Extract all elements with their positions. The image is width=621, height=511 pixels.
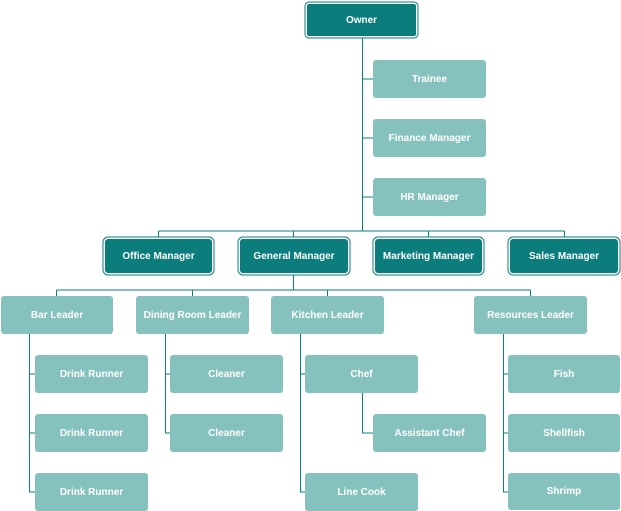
node-cleaner[interactable]: Cleaner (170, 355, 283, 393)
node-office-manager[interactable]: Office Manager (105, 239, 212, 273)
node-fish[interactable]: Fish (508, 355, 620, 393)
node-marketing-manager[interactable]: Marketing Manager (375, 239, 482, 273)
node-sales-manager[interactable]: Sales Manager (510, 239, 618, 273)
node-finance-manager[interactable]: Finance Manager (373, 119, 486, 157)
node-resources-leader[interactable]: Resources Leader (474, 296, 587, 334)
node-drink-runner[interactable]: Drink Runner (35, 355, 148, 393)
connector-chef-assistant (362, 393, 373, 434)
node-assistant-chef[interactable]: Assistant Chef (373, 414, 486, 452)
node-dining-room-leader[interactable]: Dining Room Leader (136, 296, 249, 334)
node-hr-manager[interactable]: HR Manager (373, 178, 486, 216)
node-bar-leader[interactable]: Bar Leader (1, 296, 113, 334)
connector-resources-team (503, 334, 508, 493)
node-cleaner[interactable]: Cleaner (170, 414, 283, 452)
node-trainee[interactable]: Trainee (373, 60, 486, 98)
node-drink-runner[interactable]: Drink Runner (35, 473, 148, 511)
node-shellfish[interactable]: Shellfish (508, 414, 620, 452)
node-line-cook[interactable]: Line Cook (305, 473, 418, 511)
node-kitchen-leader[interactable]: Kitchen Leader (271, 296, 384, 334)
node-drink-runner[interactable]: Drink Runner (35, 414, 148, 452)
node-chef[interactable]: Chef (305, 355, 418, 393)
node-general-manager[interactable]: General Manager (240, 239, 348, 273)
connector-dining-team (165, 334, 170, 434)
node-owner[interactable]: Owner (307, 4, 416, 36)
connector-kitchen-team (300, 334, 305, 493)
connector-bar-team (29, 334, 35, 493)
node-shrimp[interactable]: Shrimp (508, 473, 620, 510)
